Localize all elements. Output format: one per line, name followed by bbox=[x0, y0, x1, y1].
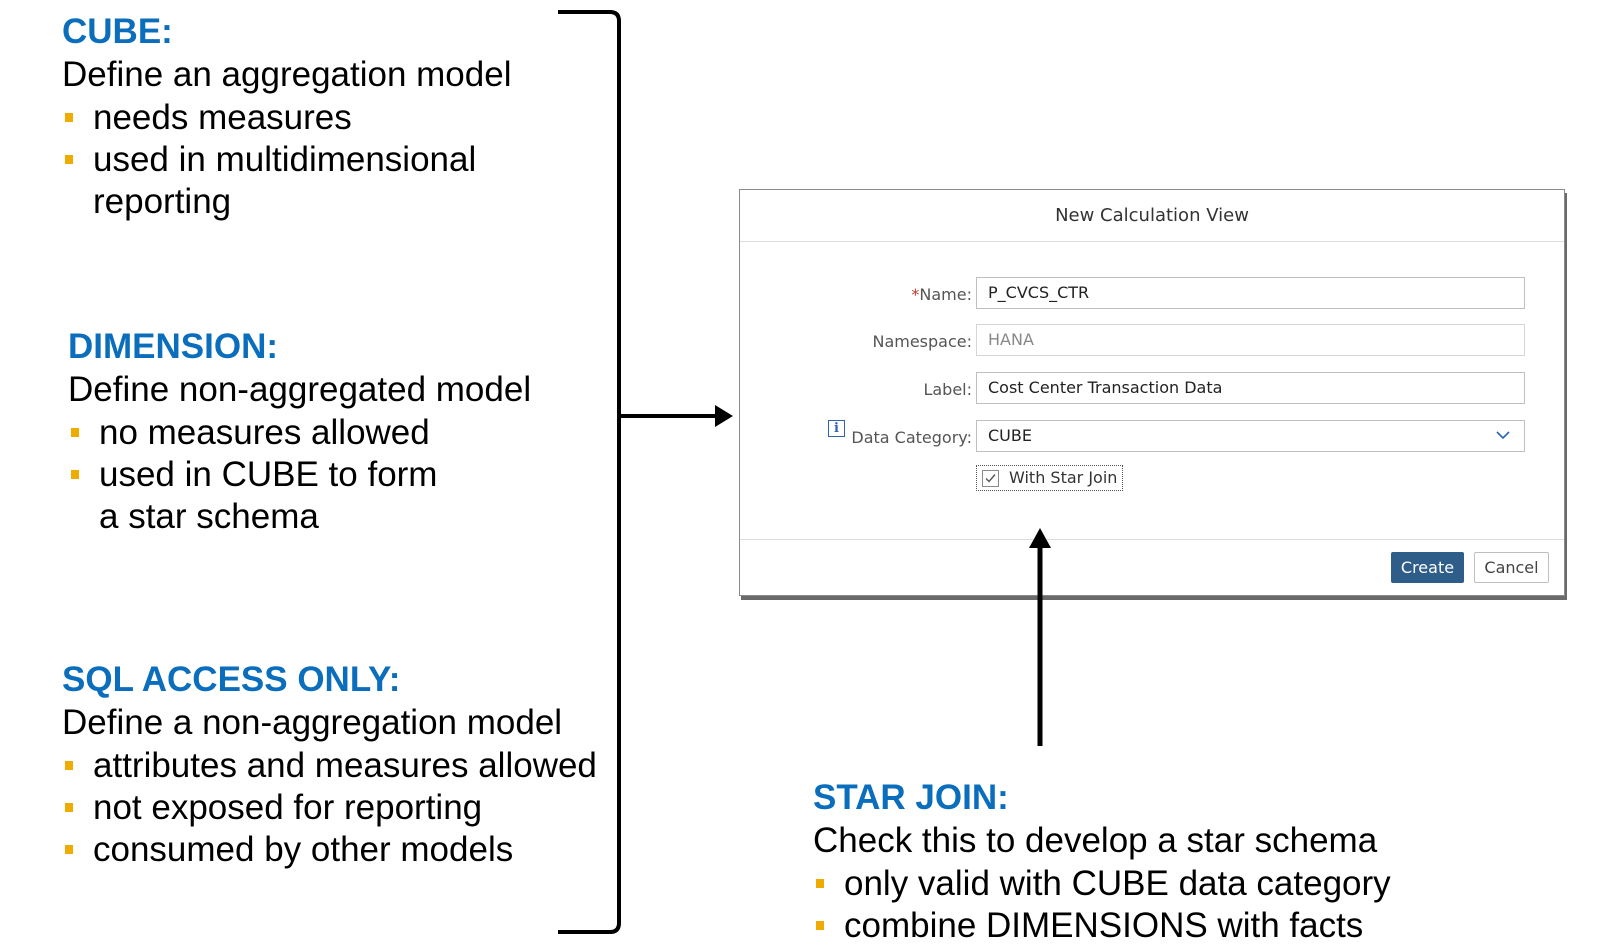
dialog-footer: Create Cancel bbox=[740, 539, 1564, 595]
bullet-text: not exposed for reporting bbox=[93, 788, 483, 827]
sql-bullet: consumed by other models bbox=[65, 829, 514, 871]
cube-bullet: needs measures bbox=[65, 97, 352, 139]
sql-heading: SQL ACCESS ONLY: bbox=[62, 660, 401, 699]
bullet-text: no measures allowed bbox=[99, 413, 430, 452]
cube-bullet-continuation: reporting bbox=[93, 181, 231, 223]
bullet-text: consumed by other models bbox=[93, 830, 514, 869]
dimension-bullet-continuation: a star schema bbox=[99, 496, 319, 538]
cancel-button[interactable]: Cancel bbox=[1474, 552, 1549, 583]
cube-subtitle: Define an aggregation model bbox=[62, 55, 512, 94]
chevron-down-icon[interactable] bbox=[1496, 430, 1510, 440]
bullet-square-icon bbox=[65, 803, 73, 812]
bracket-connector bbox=[558, 10, 733, 934]
name-label-text: Name: bbox=[919, 285, 972, 304]
bullet-text: a star schema bbox=[99, 497, 319, 536]
bullet-square-icon bbox=[65, 113, 73, 122]
info-icon[interactable]: i bbox=[828, 420, 845, 437]
dimension-heading: DIMENSION: bbox=[68, 327, 278, 366]
arrow-up-icon bbox=[1029, 528, 1051, 746]
data-category-select[interactable]: CUBE bbox=[976, 420, 1525, 452]
dimension-subtitle: Define non-aggregated model bbox=[68, 370, 532, 409]
bullet-square-icon bbox=[816, 879, 824, 888]
star-join-checkbox-label[interactable]: With Star Join bbox=[1009, 468, 1118, 487]
sql-bullet: attributes and measures allowed bbox=[65, 745, 597, 787]
star-join-bullet: combine DIMENSIONS with facts bbox=[816, 905, 1364, 947]
data-category-label: Data Category: bbox=[851, 428, 972, 447]
sql-subtitle: Define a non-aggregation model bbox=[62, 703, 563, 742]
label-label: Label: bbox=[923, 380, 972, 399]
checkmark-icon bbox=[985, 474, 996, 483]
dialog-title: New Calculation View bbox=[740, 190, 1564, 242]
bullet-square-icon bbox=[65, 155, 73, 164]
dimension-bullet: no measures allowed bbox=[71, 412, 430, 454]
namespace-input: HANA bbox=[976, 324, 1525, 356]
cube-heading: CUBE: bbox=[62, 12, 173, 51]
bullet-text: combine DIMENSIONS with facts bbox=[844, 906, 1364, 945]
bullet-text: used in CUBE to form bbox=[99, 455, 438, 494]
star-join-checkbox-wrap[interactable]: With Star Join bbox=[976, 465, 1123, 491]
bullet-text: attributes and measures allowed bbox=[93, 746, 597, 785]
bullet-text: used in multidimensional bbox=[93, 140, 477, 179]
data-category-value: CUBE bbox=[988, 426, 1032, 445]
create-button[interactable]: Create bbox=[1391, 552, 1464, 583]
bullet-text: needs measures bbox=[93, 98, 352, 137]
bullet-text: reporting bbox=[93, 182, 232, 221]
bullet-text: only valid with CUBE data category bbox=[844, 864, 1391, 903]
namespace-label: Namespace: bbox=[872, 332, 972, 351]
bullet-square-icon bbox=[816, 921, 824, 930]
star-join-subtitle: Check this to develop a star schema bbox=[813, 821, 1378, 860]
star-join-checkbox[interactable] bbox=[982, 470, 999, 487]
cube-bullet: used in multidimensional bbox=[65, 139, 477, 181]
bullet-square-icon bbox=[65, 761, 73, 770]
star-join-heading: STAR JOIN: bbox=[813, 778, 1009, 817]
label-input[interactable]: Cost Center Transaction Data bbox=[976, 372, 1525, 404]
sql-bullet: not exposed for reporting bbox=[65, 787, 483, 829]
bullet-square-icon bbox=[71, 470, 79, 479]
name-input[interactable]: P_CVCS_CTR bbox=[976, 277, 1525, 309]
dimension-bullet: used in CUBE to form bbox=[71, 454, 438, 496]
new-calculation-view-dialog: New Calculation View *Name: P_CVCS_CTR N… bbox=[739, 189, 1565, 596]
name-label: *Name: bbox=[911, 285, 972, 304]
star-join-bullet: only valid with CUBE data category bbox=[816, 863, 1391, 905]
bullet-square-icon bbox=[71, 428, 79, 437]
required-mark: * bbox=[911, 285, 920, 304]
bullet-square-icon bbox=[65, 845, 73, 854]
